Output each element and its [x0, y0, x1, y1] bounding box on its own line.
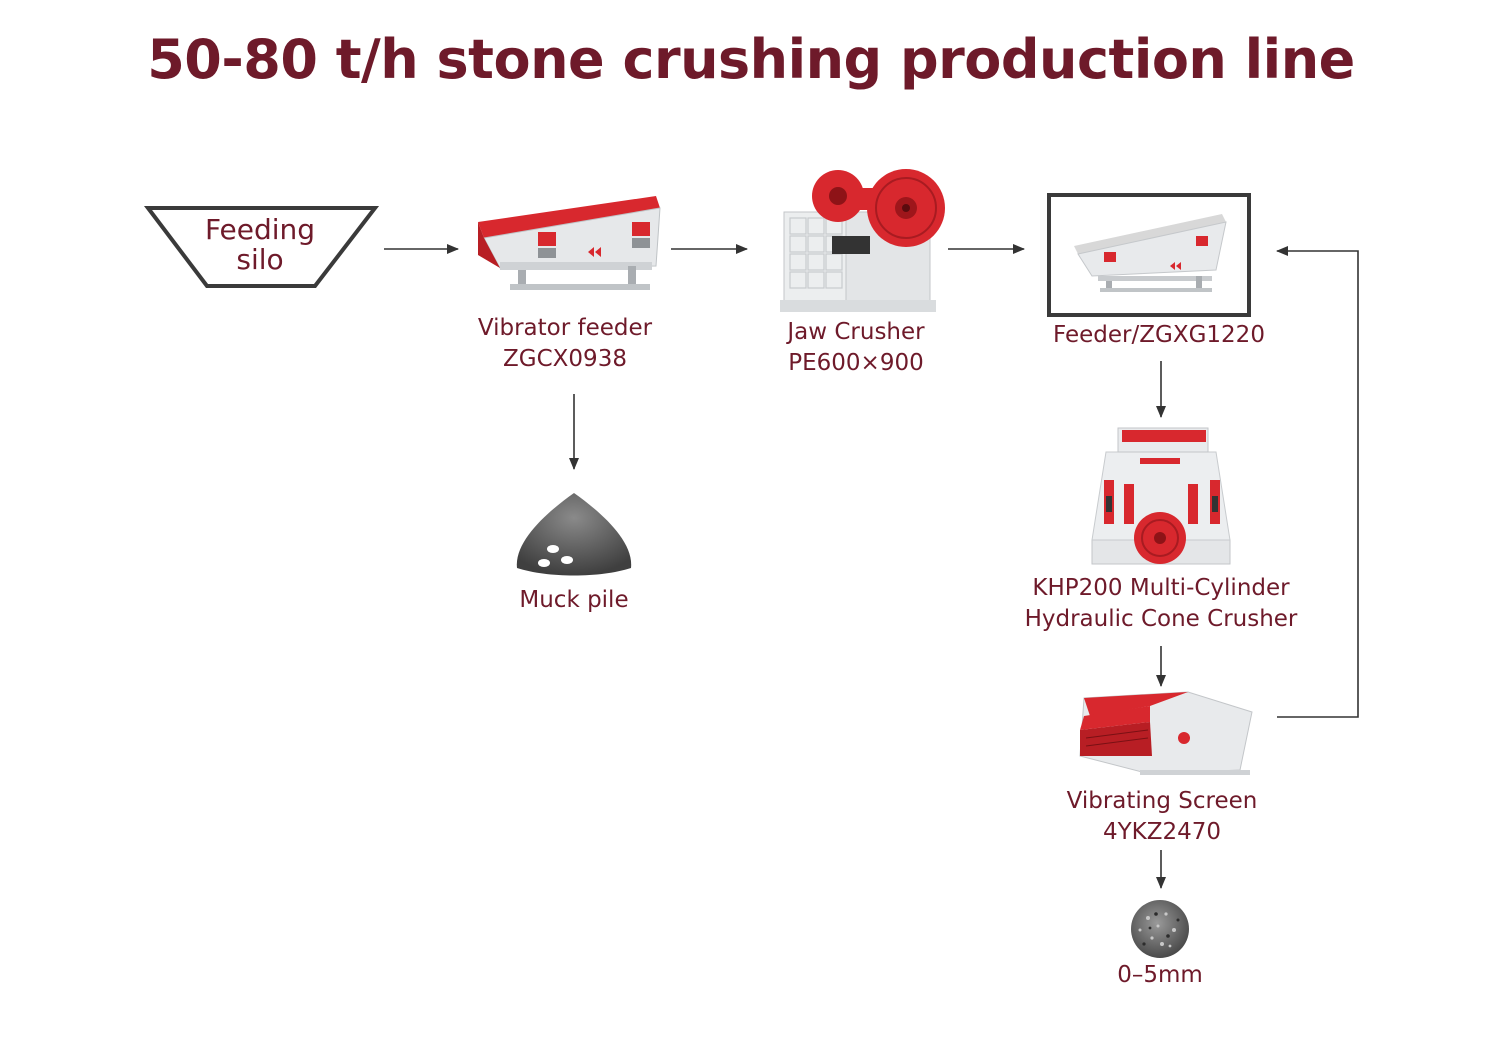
muck-pile-icon	[516, 493, 632, 576]
vibrating-screen-label: Vibrating Screen 4YKZ2470	[1032, 786, 1292, 848]
product-size-label: 0–5mm	[1060, 960, 1260, 991]
vibrating-screen-label-line2: 4YKZ2470	[1102, 819, 1222, 845]
vibrating-screen-icon	[1079, 691, 1253, 775]
muck-pile-label-line1: Muck pile	[519, 587, 629, 613]
vibrating-feeder-icon	[478, 196, 661, 290]
cone-crusher-icon	[1091, 427, 1231, 565]
arrow-return-loop	[1276, 246, 1359, 718]
feeding-silo-label: Feeding silo	[186, 215, 334, 275]
flow-arrows	[384, 244, 1359, 889]
feeding-silo-label-line2: silo	[236, 243, 284, 276]
jaw-crusher-label-line2: PE600×900	[788, 350, 924, 376]
feeding-silo-label-line1: Feeding	[204, 213, 316, 246]
gravel-icon	[1131, 900, 1189, 958]
feeder-zgxg-label: Feeder/ZGXG1220	[1019, 320, 1299, 351]
feeder-icon	[1047, 193, 1251, 317]
hopper-icon	[143, 206, 380, 288]
product-size-label-line1: 0–5mm	[1117, 962, 1203, 988]
muck-pile-label: Muck pile	[474, 585, 674, 616]
jaw-crusher-icon	[780, 169, 945, 312]
cone-crusher-label: KHP200 Multi-Cylinder Hydraulic Cone Cru…	[1001, 573, 1321, 635]
feeder-zgxg-label-line1: Feeder/ZGXG1220	[1053, 322, 1265, 348]
vibrator-feeder-label: Vibrator feeder ZGCX0938	[445, 313, 685, 375]
vibrator-feeder-label-line1: Vibrator feeder	[477, 315, 653, 341]
vibrator-feeder-label-line2: ZGCX0938	[503, 346, 627, 372]
jaw-crusher-label: Jaw Crusher PE600×900	[736, 317, 976, 379]
jaw-crusher-label-line1: Jaw Crusher	[787, 319, 925, 345]
cone-crusher-label-line1: KHP200 Multi-Cylinder	[1032, 575, 1290, 601]
page-title: 50-80 t/h stone crushing production line	[147, 28, 1355, 91]
vibrating-screen-label-line1: Vibrating Screen	[1066, 788, 1258, 814]
cone-crusher-label-line2: Hydraulic Cone Crusher	[1024, 606, 1298, 632]
